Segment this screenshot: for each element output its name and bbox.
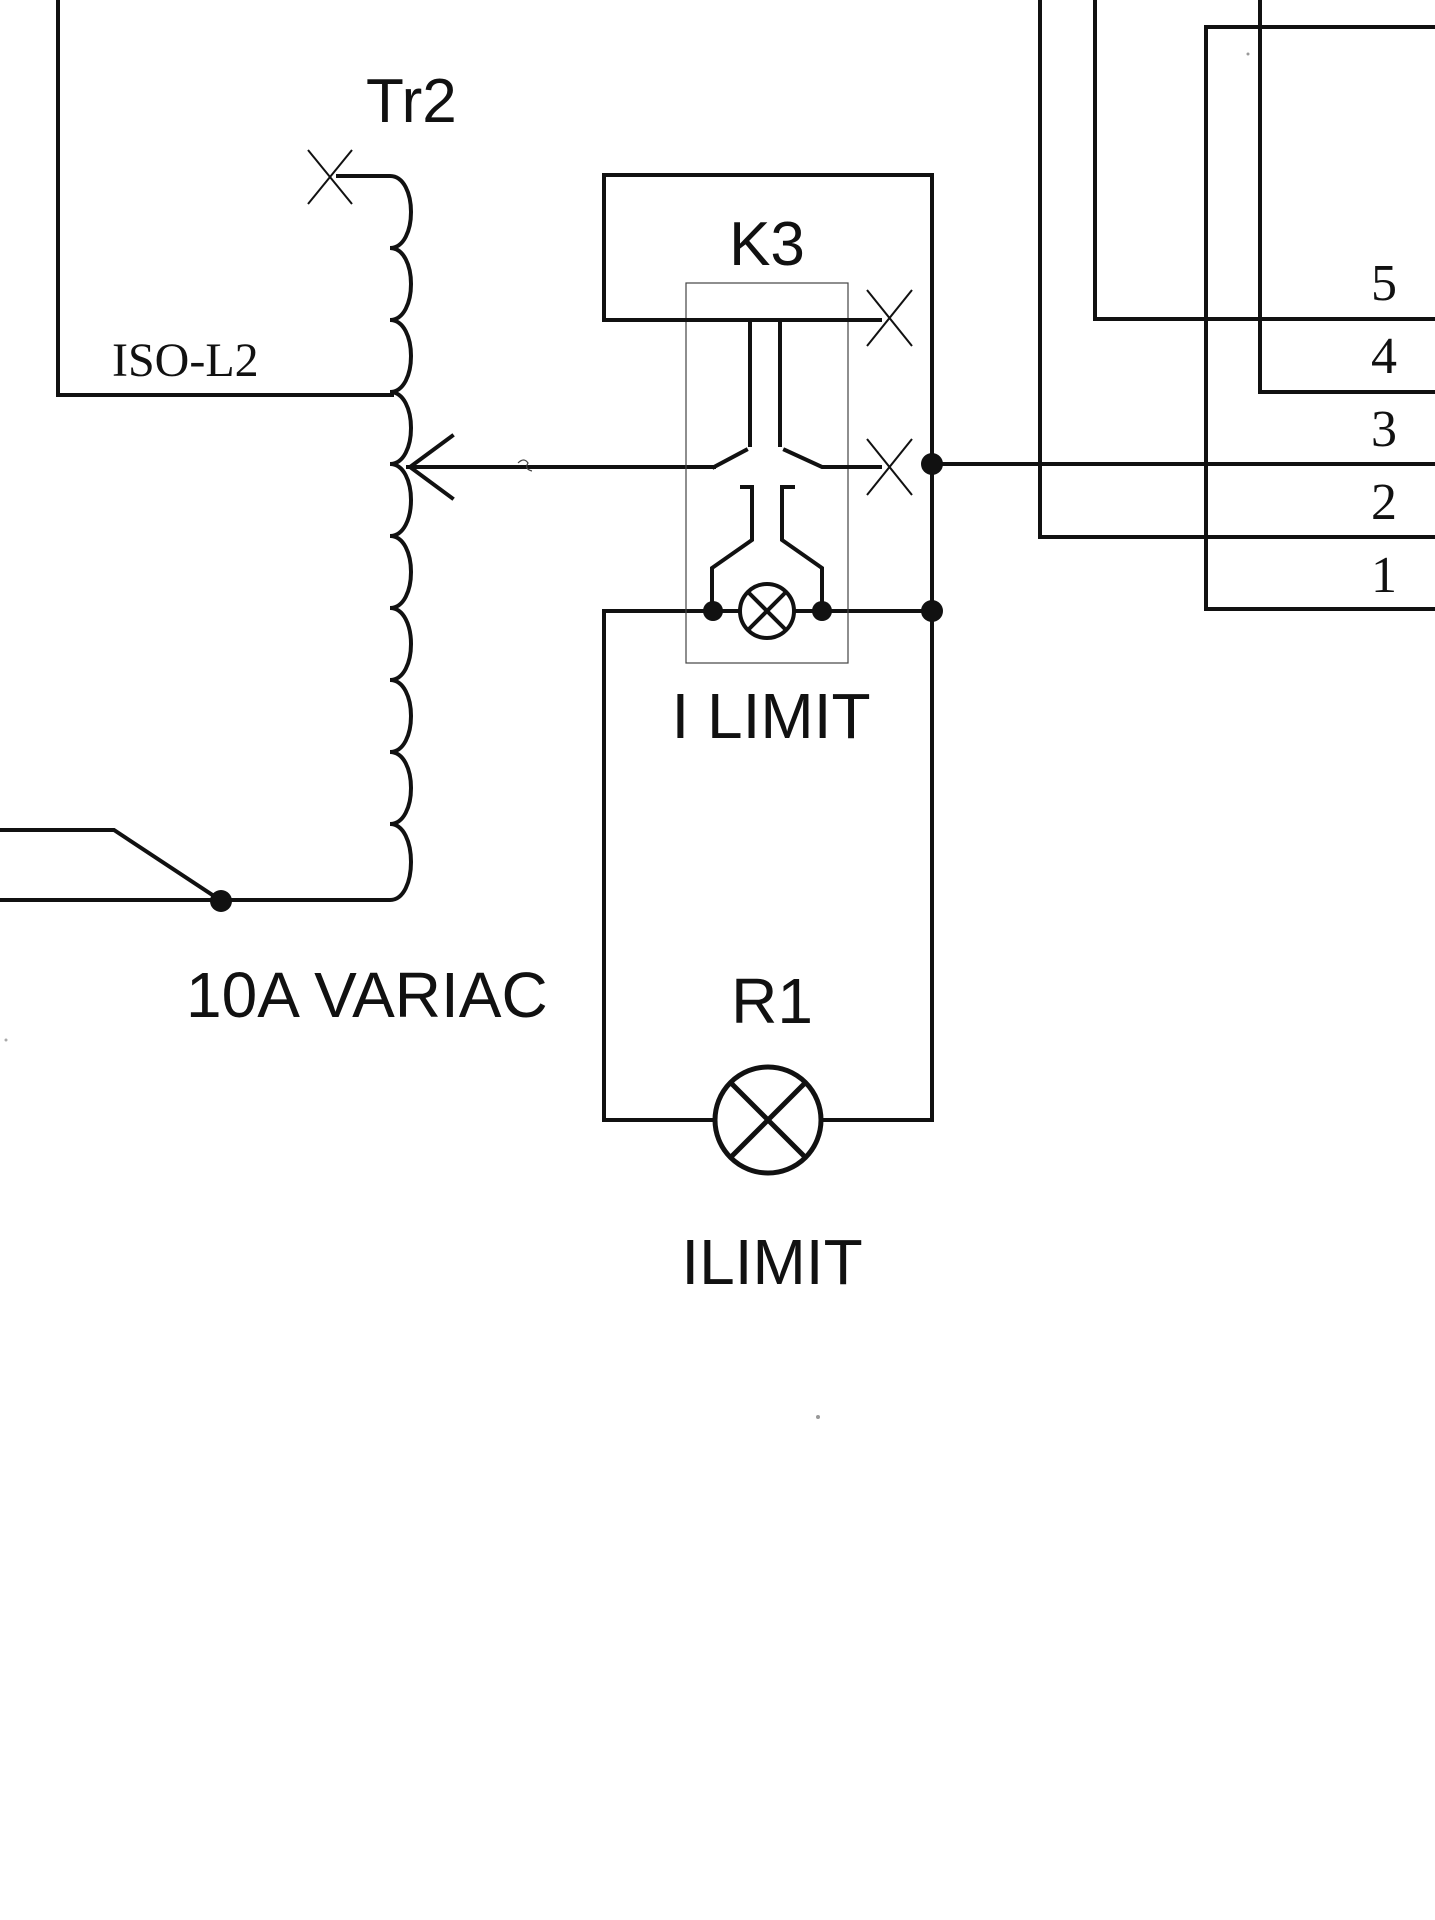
rail-junction-lower — [921, 600, 943, 622]
r1-lamp-icon — [712, 1064, 824, 1176]
k3-contact-left — [711, 447, 749, 470]
k3-contact-lower-left — [710, 485, 754, 610]
wire-terminal-4 — [1258, 0, 1435, 394]
terminal-label: 4 — [1371, 328, 1397, 385]
k3-enclosure — [685, 282, 849, 664]
switch-junction-dot — [210, 890, 232, 912]
k3-i-limit-label: I LIMIT — [671, 680, 870, 752]
r1-i-limit-label: ILIMIT — [681, 1226, 862, 1298]
no-connect-mark-tr2 — [307, 149, 353, 205]
variac-coil — [220, 174, 413, 902]
k3-contact-right — [782, 447, 882, 469]
k3-lamp-junction-left — [703, 601, 723, 621]
scan-speck — [4, 1038, 8, 1042]
switch-lever — [0, 828, 223, 903]
iso-l2-wire — [56, 0, 394, 397]
wiper-arrow-icon — [406, 433, 455, 501]
pen-mark — [517, 459, 533, 472]
k3-indicator-lamp-icon — [738, 582, 796, 640]
terminal-label: 3 — [1371, 401, 1397, 458]
scan-speck — [1246, 52, 1250, 56]
tr2-label: Tr2 — [366, 67, 457, 136]
k3-frame — [602, 173, 935, 1122]
scan-speck — [816, 1415, 820, 1419]
no-connect-mark-k3-lower — [866, 438, 913, 496]
r1-label: R1 — [731, 965, 813, 1037]
variac-label: 10A VARIAC — [186, 959, 548, 1031]
terminal-label: 1 — [1371, 547, 1397, 604]
k3-lamp-junction-right — [812, 601, 832, 621]
k3-contact-lower-right — [780, 485, 824, 610]
wire-terminal-1 — [1204, 25, 1435, 611]
terminal-label: 5 — [1371, 255, 1397, 312]
terminal-label: 2 — [1371, 474, 1397, 531]
k3-label: K3 — [729, 210, 805, 279]
no-connect-mark-k3-upper — [866, 289, 913, 347]
wire-terminal-5 — [1093, 0, 1435, 321]
iso-l2-label: ISO-L2 — [112, 334, 259, 387]
wire-terminal-2 — [1038, 0, 1435, 539]
